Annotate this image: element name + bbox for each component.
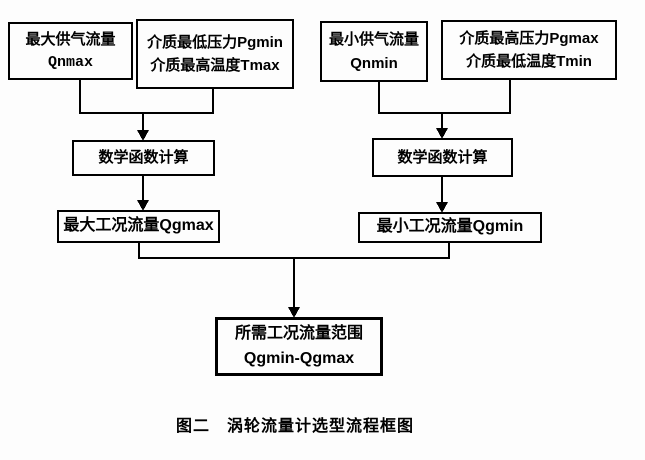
- box-text-line: 介质最低温度Tmin: [466, 53, 592, 70]
- box-text-line: 数学函数计算: [98, 149, 189, 167]
- figure-caption: 图二 涡轮流量计选型流程框图: [175, 418, 414, 435]
- box-text-line: 介质最低压力Pgmin: [147, 33, 283, 51]
- arrowhead-down-icon: [137, 200, 149, 211]
- box-text-line: 最大供气流量: [25, 30, 116, 48]
- flow-box-math-calc-right: 数学函数计算: [372, 138, 513, 177]
- box-text-line: 最小供气流量: [328, 31, 419, 49]
- flow-box-max-supply-flow: 最大供气流量 Qnmax: [8, 22, 133, 80]
- connector-left-top-group: [79, 80, 214, 141]
- arrowhead-down-icon: [436, 202, 448, 213]
- flow-box-result-range: 所需工况流量范围 Qgmin-Qgmax: [215, 317, 383, 376]
- box-text-line: Qgmin-Qgmax: [243, 349, 355, 367]
- flow-box-min-supply-flow: 最小供气流量 Qnmin: [320, 21, 428, 82]
- box-text-line: 最小工况流量Qgmin: [376, 218, 524, 236]
- box-text-line: 介质最高压力Pgmax: [459, 29, 599, 47]
- box-text-line: 所需工况流量范围: [234, 324, 363, 342]
- flow-box-min-conditions: 介质最高压力Pgmax 介质最低温度Tmin: [441, 20, 617, 80]
- arrowhead-down-icon: [436, 128, 448, 139]
- box-text-line: Qnmax: [47, 54, 93, 71]
- box-text-line: 介质最高温度Tmax: [150, 57, 280, 74]
- connector-mathright-to-qgmin: [436, 177, 448, 213]
- box-text-line: Qnmin: [350, 54, 398, 72]
- flow-box-qgmin: 最小工况流量Qgmin: [358, 212, 542, 243]
- arrowhead-down-icon: [288, 307, 300, 318]
- flow-box-max-conditions: 介质最低压力Pgmin 介质最高温度Tmax: [136, 19, 294, 89]
- flow-box-qgmax: 最大工况流量Qgmax: [57, 210, 220, 243]
- box-text-line: 数学函数计算: [397, 148, 488, 166]
- connector-mathleft-to-qgmax: [137, 176, 149, 211]
- arrowhead-down-icon: [137, 130, 149, 141]
- box-text-line: 最大工况流量Qgmax: [63, 217, 214, 235]
- connector-right-top-group: [378, 80, 511, 139]
- flow-box-math-calc-left: 数学函数计算: [72, 140, 215, 176]
- connector-merge-to-result: [138, 243, 450, 318]
